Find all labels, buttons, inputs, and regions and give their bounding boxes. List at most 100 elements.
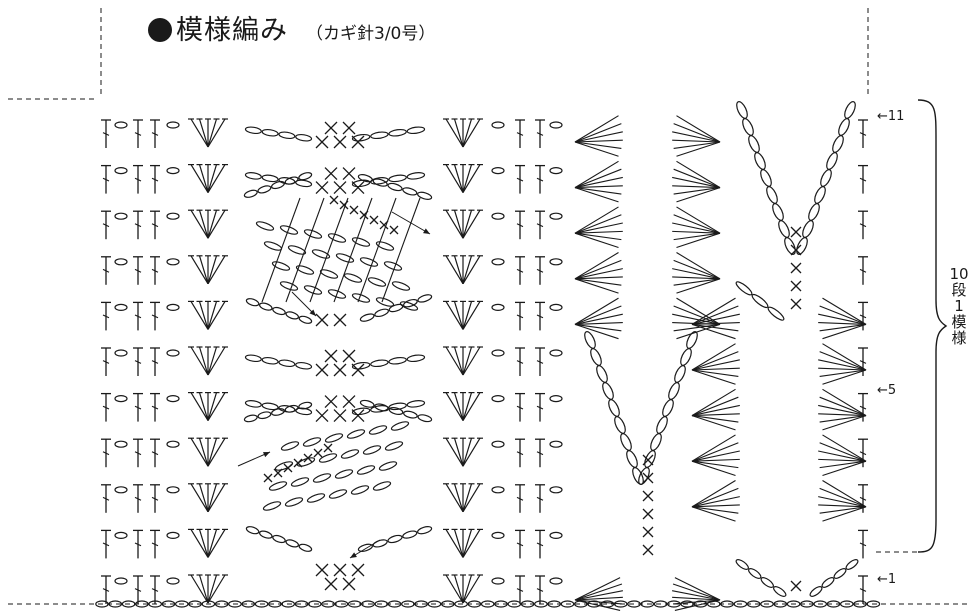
chain-stitch <box>833 568 847 579</box>
chain-stitch <box>644 450 656 468</box>
fan-stitch <box>453 574 464 604</box>
dc-stitch-bar <box>516 132 524 136</box>
side-fan-stitch <box>673 259 721 280</box>
dc-stitch-bar <box>859 542 867 547</box>
fan-stitch <box>207 438 218 467</box>
fan-stitch <box>453 346 464 376</box>
fan-stitch <box>198 210 209 239</box>
fan-stitch <box>462 346 473 376</box>
side-fan-stitch <box>574 268 623 280</box>
dc-stitch-bar <box>134 314 142 319</box>
sc-stitch <box>351 363 365 377</box>
side-fan-stitch <box>676 115 721 143</box>
chain-stitch <box>720 600 734 608</box>
chain-stitch <box>351 361 371 370</box>
chain-stitch <box>372 481 392 491</box>
dc-stitch-bar <box>516 223 524 228</box>
chain-stitch <box>356 465 376 475</box>
sc-stitch <box>790 244 802 256</box>
fan-stitch <box>207 392 226 421</box>
side-fan-stitch <box>574 305 622 325</box>
side-fan-stitch <box>673 187 721 195</box>
repeat-label-line: 10 <box>949 265 969 283</box>
dc-stitch-bar <box>134 588 142 592</box>
chain-stitch <box>285 539 299 548</box>
side-fan-stitch <box>574 141 622 149</box>
dc-stitch-bar <box>859 496 867 501</box>
chain-stitch <box>820 169 832 187</box>
side-fan-stitch <box>819 442 867 462</box>
chain-stitch <box>166 577 180 585</box>
dc-stitch-bar <box>102 496 110 501</box>
side-fan-stitch <box>574 583 623 601</box>
sc-stitch <box>323 443 333 453</box>
chain-stitch <box>135 600 149 608</box>
chain-stitch <box>786 600 801 608</box>
fan-stitch <box>462 483 473 512</box>
chain-stitch <box>384 441 404 451</box>
chain-stitch <box>114 486 128 494</box>
fan-stitch <box>453 392 464 421</box>
chain-stitch <box>549 121 563 129</box>
chain-stitch <box>244 172 262 180</box>
fan-stitch <box>445 301 464 330</box>
fan-stitch <box>198 392 209 421</box>
side-fan-stitch <box>691 442 739 462</box>
side-fan-stitch <box>574 206 619 234</box>
side-fan-stitch <box>691 434 736 462</box>
chain-stitch <box>608 399 620 417</box>
side-fan-stitch <box>574 185 623 189</box>
chain-stitch <box>813 600 827 608</box>
dc-stitch-bar <box>102 405 110 410</box>
side-fan-stitch <box>676 278 721 294</box>
chain-stitch <box>656 416 668 434</box>
fan-stitch <box>462 483 481 513</box>
dc-stitch-bar <box>151 405 159 410</box>
side-fan-stitch <box>819 323 867 332</box>
chain-stitch <box>321 600 335 608</box>
fan-stitch <box>207 164 218 193</box>
dc-stitch-bar <box>859 223 867 228</box>
side-fan-stitch <box>691 404 740 417</box>
chain-stitch <box>114 121 128 129</box>
chain-stitch <box>674 365 686 383</box>
chain-stitch <box>375 297 395 307</box>
fan-stitch <box>462 346 481 376</box>
chain-stitch <box>281 600 295 608</box>
side-fan-stitch <box>574 252 619 280</box>
side-fan-stitch <box>574 313 623 325</box>
side-fan-stitch <box>672 131 721 143</box>
chain-stitch <box>417 294 433 303</box>
chain-stitch <box>662 399 674 417</box>
dc-stitch-bar <box>536 588 544 592</box>
chain-stitch <box>243 189 258 198</box>
chain-stitch <box>298 401 313 410</box>
side-fan-stitch <box>691 313 740 325</box>
chain-stitch <box>480 600 495 608</box>
fan-stitch <box>462 437 481 467</box>
sc-stitch <box>389 225 399 235</box>
chain-stitch <box>560 600 575 608</box>
chain-stitch <box>279 281 299 291</box>
side-fan-stitch <box>574 276 623 280</box>
side-fan-stitch <box>691 323 739 332</box>
chain-stitch <box>114 258 128 266</box>
chain-stitch <box>587 600 601 608</box>
side-fan-stitch <box>672 185 721 189</box>
chain-stitch <box>303 229 323 239</box>
chain-stitch <box>262 501 282 511</box>
chain-stitch <box>735 559 749 570</box>
side-fan-stitch <box>818 413 867 417</box>
side-fan-stitch <box>673 323 721 332</box>
side-fan-stitch <box>691 396 739 417</box>
sc-stitch <box>293 458 303 468</box>
chain-stitch <box>388 402 407 411</box>
side-fan-stitch <box>676 232 721 249</box>
dc-stitch-bar <box>134 451 142 456</box>
dc-stitch-bar <box>134 132 142 136</box>
chain-stitch <box>166 121 180 129</box>
chain-stitch <box>254 600 269 608</box>
sc-stitch <box>642 544 654 556</box>
chain-stitch <box>245 526 260 535</box>
mesh-stitch <box>357 197 397 303</box>
